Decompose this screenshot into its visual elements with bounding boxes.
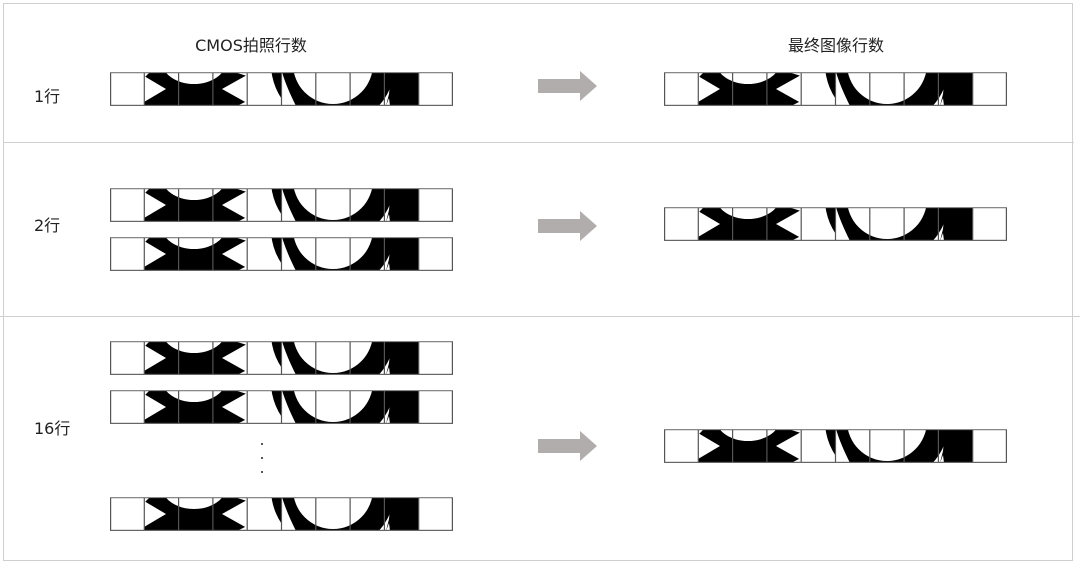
heading-final-image-rows: 最终图像行数 [787,36,885,55]
section-divider-2 [0,316,1080,317]
cmos-strip [110,341,453,375]
section-divider-1 [3,142,1074,143]
right-arrow-icon [538,430,598,462]
cmos-strip [110,497,453,531]
row-label-1: 1行 [34,87,61,106]
right-arrow-icon [538,210,598,242]
final-image-strip [664,429,1007,463]
cmos-strip [110,237,453,271]
row-label-2: 2行 [34,216,61,235]
final-image-strip [664,72,1007,106]
row-label-16: 16行 [34,419,71,438]
heading-cmos-rows: CMOS拍照行数 [195,36,307,55]
ellipsis-dot [261,471,263,473]
diagram-frame [3,3,1073,561]
final-image-strip [664,207,1007,241]
right-arrow-icon [538,70,598,102]
cmos-strip [110,72,453,106]
cmos-strip [110,390,453,424]
ellipsis-dot [261,443,263,445]
cmos-strip [110,188,453,222]
ellipsis-dot [261,457,263,459]
